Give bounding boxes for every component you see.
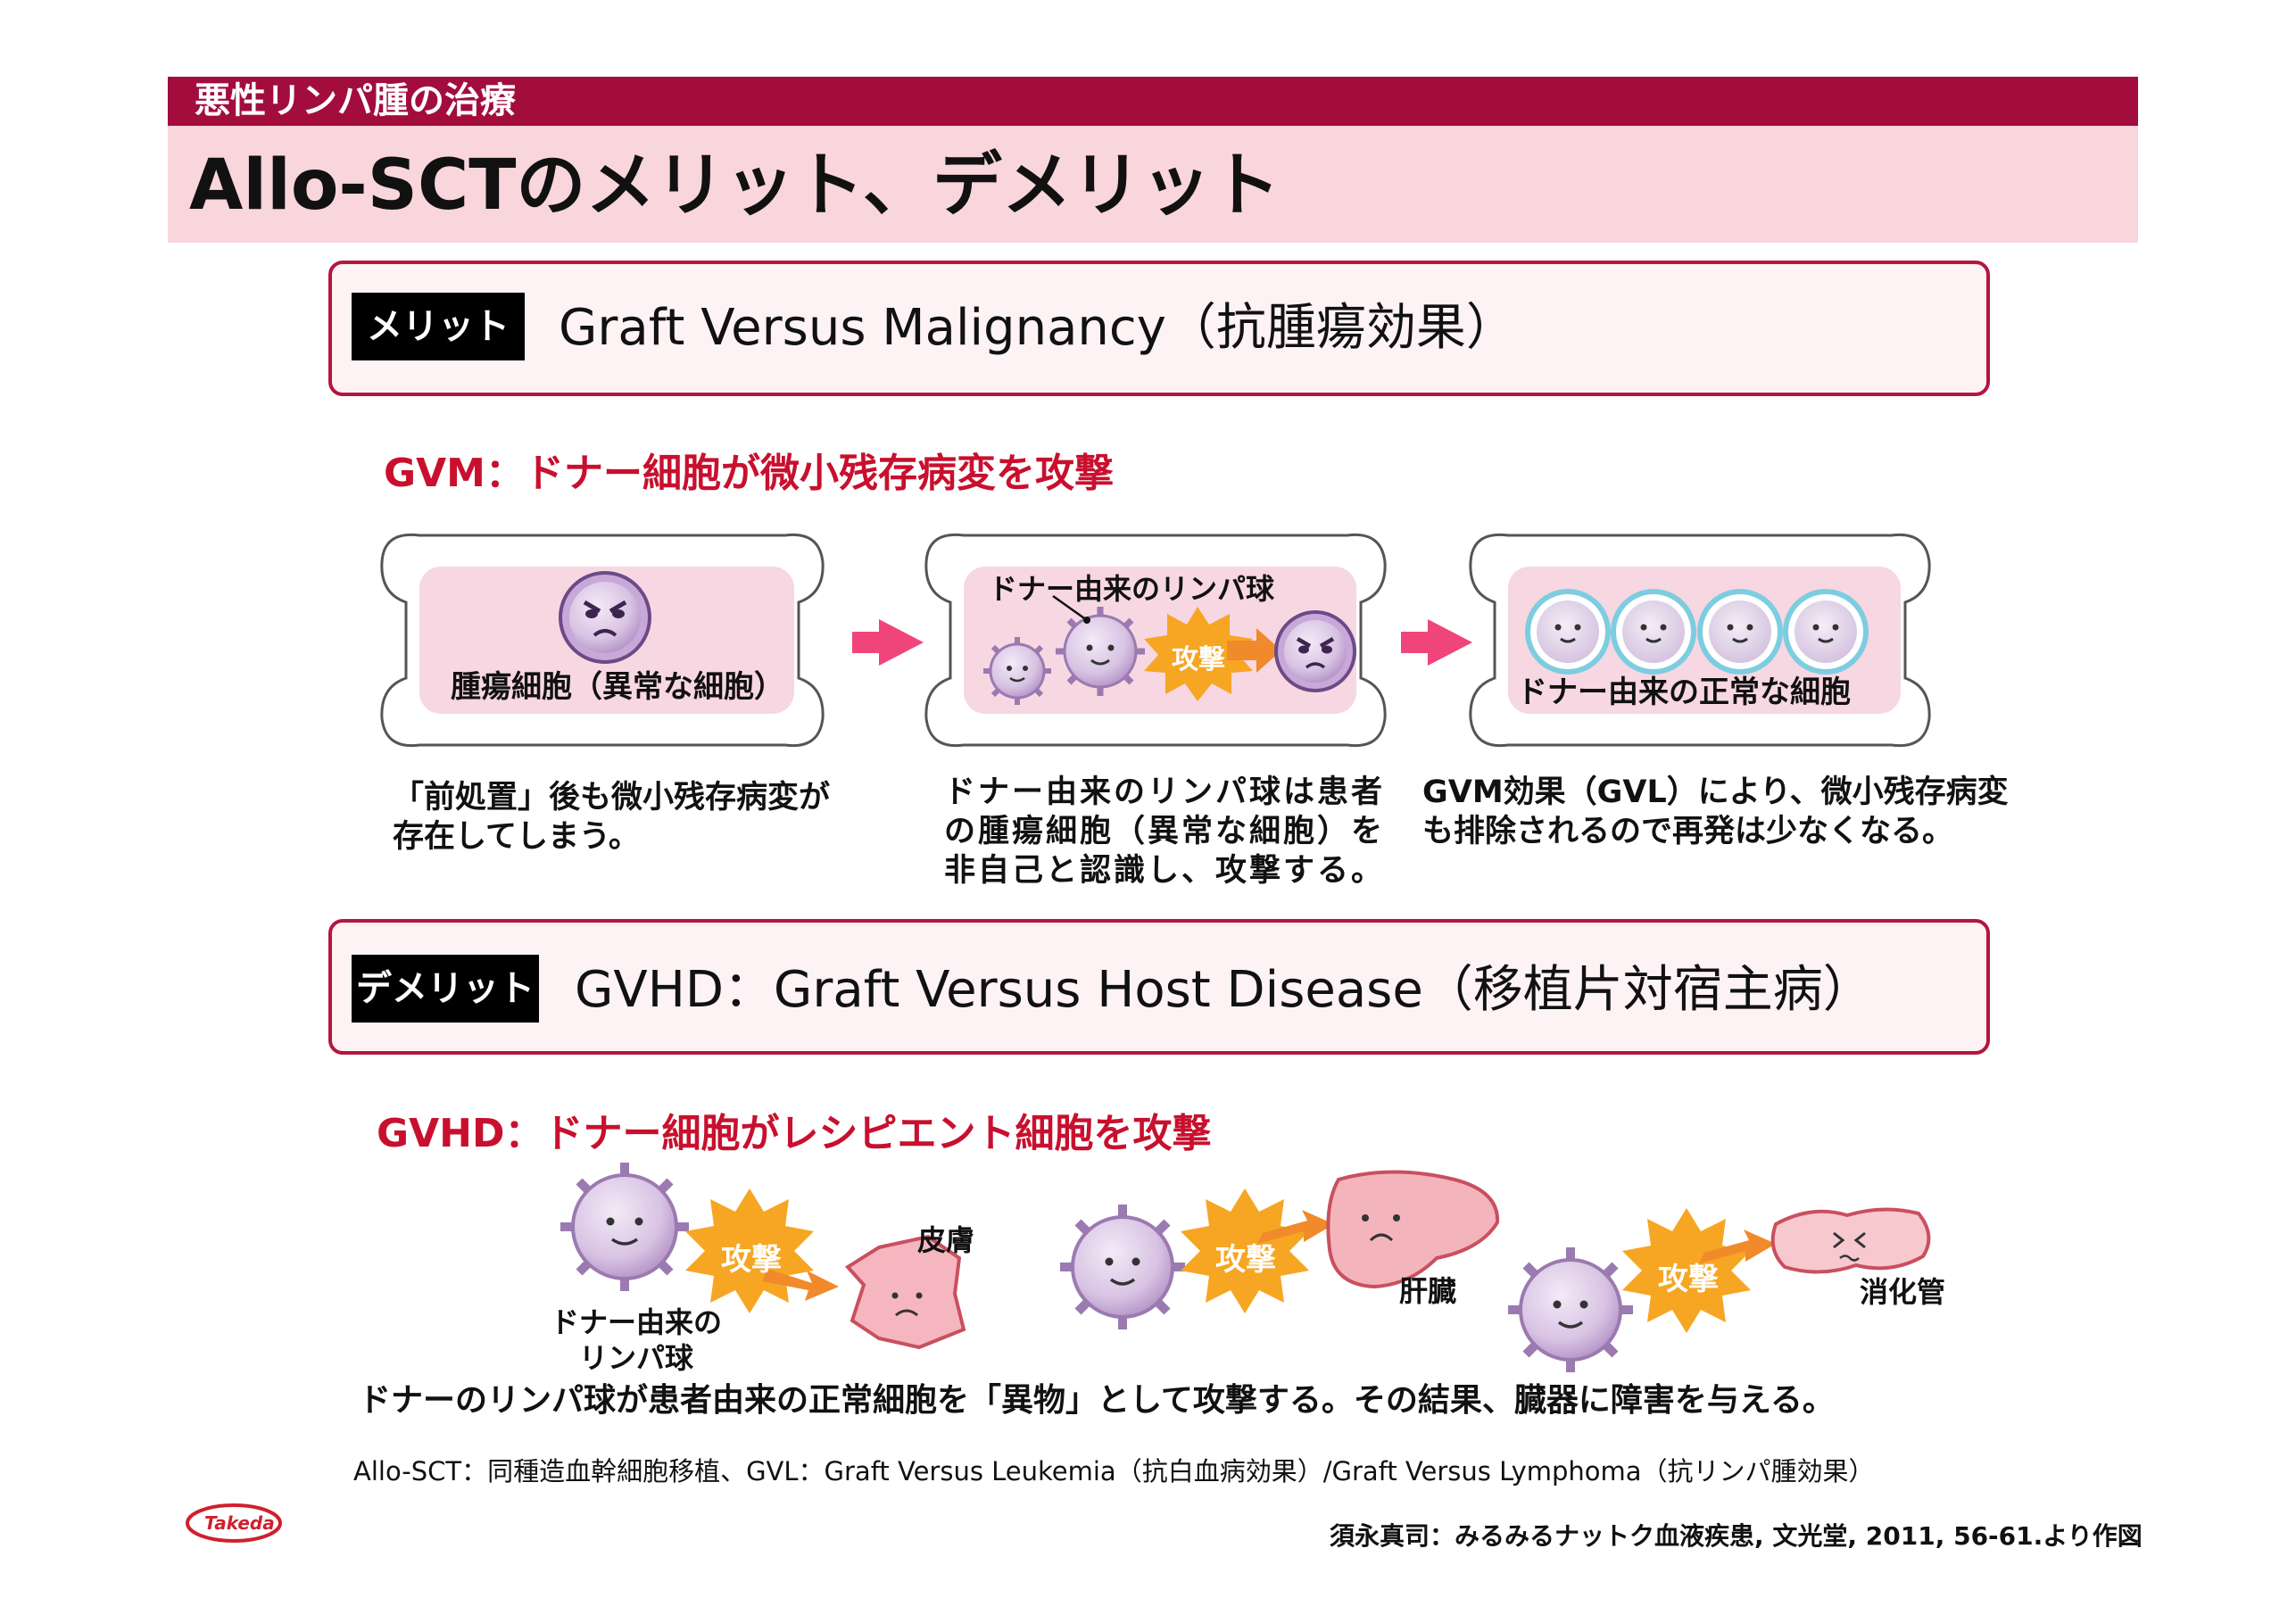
- attack-burst-icon: [1181, 1188, 1334, 1313]
- organ-label-skin: 皮膚: [917, 1223, 975, 1257]
- skin-cell-icon: [844, 1234, 966, 1350]
- source-citation: 須永真司：みるみるナットク血液疾患, 文光堂, 2011, 56-61.より作図: [1330, 1521, 2143, 1551]
- attack-label: 攻撃: [1658, 1262, 1719, 1297]
- gvm-subheading: GVM：ドナー細胞が微小残存病変を攻撃: [384, 451, 1114, 496]
- panel-2-desc: ドナー由来のリンパ球は患者の腫瘍細胞（異常な細胞）を非自己と認識し、攻撃する。: [944, 774, 1386, 889]
- normal-cell-icon: [1783, 589, 1869, 675]
- organ-label-liver: 肝臓: [1399, 1274, 1457, 1308]
- section-label: 悪性リンパ腫の治療: [195, 80, 516, 121]
- attack-burst-icon: [1622, 1208, 1776, 1333]
- slide-title: Allo-SCTのメリット、デメリット: [189, 145, 1281, 226]
- demerit-heading: GVHD：Graft Versus Host Disease（移植片対宿主病）: [575, 961, 1873, 1019]
- panel-3-desc: GVM効果（GVL）により、微小残存病変も排除されるので再発は少なくなる。: [1422, 774, 2009, 849]
- attack-label: 攻撃: [1172, 644, 1225, 675]
- liver-icon: [1326, 1170, 1500, 1289]
- label-pointer-line: [1052, 594, 1088, 622]
- takeda-logo-text: Takeda: [204, 1512, 275, 1534]
- lymphocyte-icon: [560, 1163, 689, 1291]
- lymphocyte-icon: [1060, 1205, 1185, 1329]
- tumor-cell-icon: [1274, 610, 1356, 692]
- normal-cell-icon: [1697, 589, 1783, 675]
- attack-burst-icon: [685, 1188, 839, 1313]
- gvhd-summary: ドナーのリンパ球が患者由来の正常細胞を「異物」として攻撃する。その結果、臓器に障…: [359, 1382, 1835, 1419]
- merit-heading-box: メリット Graft Versus Malignancy（抗腫瘍効果）: [328, 261, 1990, 396]
- attack-label: 攻撃: [721, 1242, 782, 1278]
- section-band: [168, 77, 2138, 126]
- demerit-tag: デメリット: [352, 955, 539, 1023]
- tumor-cell-icon: [559, 571, 651, 664]
- abbreviation-footnote: Allo-SCT：同種造血幹細胞移植、GVL：Graft Versus Leuk…: [353, 1456, 1875, 1486]
- gvhd-subheading: GVHD：ドナー細胞がレシピエント細胞を攻撃: [377, 1111, 1212, 1156]
- demerit-heading-box: デメリット GVHD：Graft Versus Host Disease（移植片…: [328, 919, 1990, 1055]
- lymphocyte-icon: [1056, 607, 1145, 696]
- attack-label: 攻撃: [1215, 1242, 1276, 1278]
- arrow-right-icon: [852, 619, 924, 666]
- normal-cell-icon: [1611, 589, 1696, 675]
- panel-1-desc: 「前処置」後も微小残存病変が存在してしまう。: [393, 780, 831, 855]
- normal-cell-icon: [1525, 589, 1611, 675]
- attack-burst-icon: [1144, 607, 1281, 701]
- tumor-cell-caption: 腫瘍細胞（異常な細胞）: [451, 669, 784, 705]
- intestine-icon: [1770, 1207, 1931, 1274]
- donor-lymphocyte-label: ドナー由来のリンパ球: [989, 572, 1275, 606]
- arrow-right-icon: [1401, 619, 1472, 666]
- merit-tag: メリット: [352, 293, 525, 360]
- title-band: [168, 126, 2138, 243]
- lymphocyte-icon: [983, 637, 1051, 705]
- organ-label-intestine: 消化管: [1860, 1275, 1946, 1309]
- merit-heading: Graft Versus Malignancy（抗腫瘍効果）: [559, 299, 1516, 357]
- donor-lymphocyte-label: ドナー由来のリンパ球: [550, 1305, 722, 1375]
- normal-cell-caption: ドナー由来の正常な細胞: [1517, 675, 1851, 710]
- lymphocyte-icon: [1508, 1247, 1633, 1372]
- takeda-logo: [186, 1503, 282, 1543]
